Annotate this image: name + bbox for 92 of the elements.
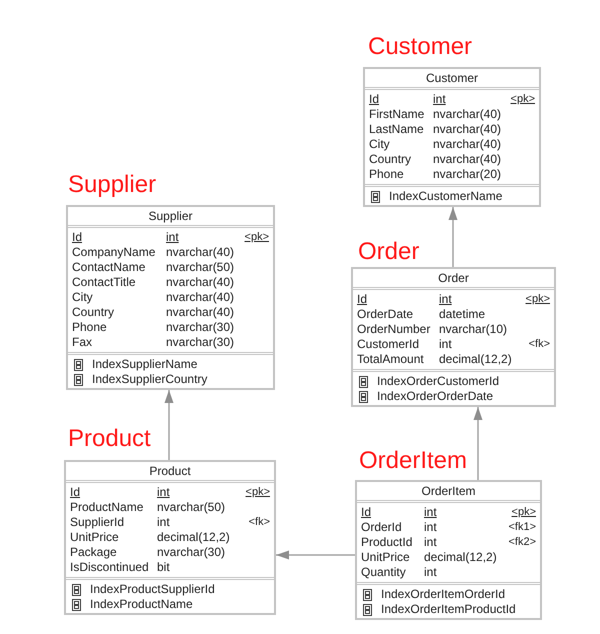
entity-title: Order bbox=[358, 238, 420, 266]
column-name: Phone bbox=[369, 167, 404, 182]
column-name: Country bbox=[72, 305, 114, 320]
column-name: ProductId bbox=[361, 535, 412, 550]
column-type: nvarchar(20) bbox=[433, 167, 502, 182]
column-name: ContactName bbox=[72, 260, 146, 275]
column-type: nvarchar(50) bbox=[157, 500, 226, 515]
entity-title: OrderItem bbox=[359, 447, 468, 475]
column-type: nvarchar(40) bbox=[166, 275, 234, 290]
entity-title: Product bbox=[68, 425, 151, 453]
column-name: City bbox=[72, 290, 93, 305]
column-type: int bbox=[439, 292, 452, 307]
table-header: Order bbox=[353, 269, 554, 290]
index-name: IndexProductSupplierId bbox=[90, 582, 215, 597]
column-type: int bbox=[439, 337, 452, 352]
key-marker: <fk> bbox=[248, 515, 270, 530]
column-type: bit bbox=[157, 560, 170, 575]
key-marker: <fk> bbox=[528, 337, 550, 352]
index-name: IndexSupplierCountry bbox=[92, 372, 208, 387]
column-name: Id bbox=[361, 505, 372, 520]
column-name: Quantity bbox=[361, 565, 406, 580]
column-type: nvarchar(40) bbox=[433, 152, 502, 167]
index-name: IndexOrderItemOrderId bbox=[381, 587, 506, 602]
column-name: Phone bbox=[72, 320, 107, 335]
column-type: nvarchar(30) bbox=[166, 335, 234, 350]
column-name: Id bbox=[72, 230, 82, 245]
column-type: nvarchar(40) bbox=[166, 305, 234, 320]
column-name: Id bbox=[357, 292, 368, 307]
table-header: Customer bbox=[365, 69, 539, 90]
column-name: OrderId bbox=[361, 520, 402, 535]
column-type: nvarchar(40) bbox=[166, 245, 234, 260]
column-type: int bbox=[424, 505, 437, 520]
index-name: IndexProductName bbox=[90, 597, 193, 612]
column-type: nvarchar(40) bbox=[433, 122, 502, 137]
table-header: Product bbox=[66, 462, 274, 483]
column-name: UnitPrice bbox=[70, 530, 119, 545]
column-type: int bbox=[157, 515, 170, 530]
column-type: nvarchar(10) bbox=[439, 322, 508, 337]
relationship-arrow bbox=[276, 550, 355, 560]
column-type: int bbox=[433, 92, 446, 107]
column-name: Package bbox=[70, 545, 117, 560]
relationship-arrow bbox=[164, 390, 174, 460]
column-type: int bbox=[157, 485, 170, 500]
column-type: decimal(12,2) bbox=[439, 352, 512, 367]
column-type: int bbox=[424, 535, 437, 550]
column-name: Id bbox=[369, 92, 380, 107]
index-name: IndexOrderCustomerId bbox=[377, 374, 500, 389]
column-name: CompanyName bbox=[72, 245, 156, 260]
column-type: nvarchar(50) bbox=[166, 260, 234, 275]
column-name: SupplierId bbox=[70, 515, 124, 530]
column-name: Id bbox=[70, 485, 80, 500]
column-name: Country bbox=[369, 152, 412, 167]
table-header: OrderItem bbox=[357, 482, 540, 503]
column-type: decimal(12,2) bbox=[424, 550, 497, 565]
key-marker: <fk2> bbox=[508, 535, 536, 550]
column-name: City bbox=[369, 137, 390, 152]
column-name: IsDiscontinued bbox=[70, 560, 149, 575]
table-header: Supplier bbox=[68, 207, 273, 228]
index-name: IndexOrderOrderDate bbox=[377, 389, 494, 404]
column-name: UnitPrice bbox=[361, 550, 410, 565]
column-type: nvarchar(30) bbox=[157, 545, 226, 560]
relationship-arrow bbox=[474, 407, 482, 480]
key-marker: <pk> bbox=[526, 292, 550, 307]
column-name: FirstName bbox=[369, 107, 424, 122]
index-name: IndexOrderItemProductId bbox=[381, 602, 516, 617]
column-type: nvarchar(40) bbox=[166, 290, 234, 305]
index-name: IndexCustomerName bbox=[389, 189, 502, 204]
key-marker: <fk1> bbox=[508, 520, 536, 535]
column-type: int bbox=[424, 520, 437, 535]
column-name: LastName bbox=[369, 122, 424, 137]
column-name: OrderDate bbox=[357, 307, 414, 322]
key-marker: <pk> bbox=[244, 230, 269, 245]
column-name: Fax bbox=[72, 335, 92, 350]
column-name: ProductName bbox=[70, 500, 144, 515]
column-name: ContactTitle bbox=[72, 275, 136, 290]
key-marker: <pk> bbox=[246, 485, 270, 500]
key-marker: <pk> bbox=[510, 92, 535, 107]
column-type: decimal(12,2) bbox=[157, 530, 230, 545]
entity-title: Supplier bbox=[68, 171, 156, 199]
column-name: OrderNumber bbox=[357, 322, 430, 337]
column-name: CustomerId bbox=[357, 337, 420, 352]
relationship-arrow bbox=[448, 207, 458, 267]
column-type: nvarchar(40) bbox=[433, 137, 502, 152]
key-marker: <pk> bbox=[512, 505, 536, 520]
index-name: IndexSupplierName bbox=[92, 357, 198, 372]
column-type: datetime bbox=[439, 307, 486, 322]
column-type: nvarchar(40) bbox=[433, 107, 502, 122]
entity-title: Customer bbox=[368, 33, 472, 61]
column-type: int bbox=[166, 230, 179, 245]
column-name: TotalAmount bbox=[357, 352, 424, 367]
column-type: int bbox=[424, 565, 437, 580]
column-type: nvarchar(30) bbox=[166, 320, 234, 335]
